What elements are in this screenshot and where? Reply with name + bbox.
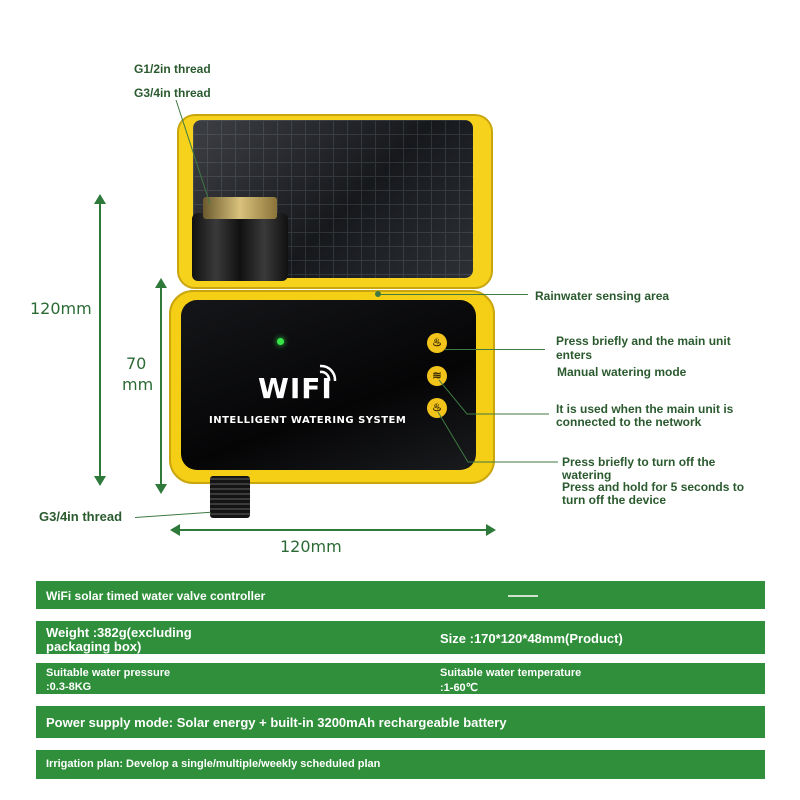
- g12-thread-label: G1/2in thread: [134, 62, 211, 76]
- arrow-head-down: [155, 484, 167, 494]
- spec-power-bar: Power supply mode: Solar energy + built-…: [36, 706, 765, 738]
- g34-thread-top-label: G3/4in thread: [134, 86, 211, 100]
- btn1-desc-line3: Manual watering mode: [557, 365, 687, 379]
- leader-btn2: [438, 379, 549, 415]
- spec-weight-bar: Weight :382g(excluding packaging box) Si…: [36, 621, 765, 654]
- btn2-desc-line2: connected to the network: [556, 415, 702, 429]
- height-arrow-body: [160, 284, 162, 488]
- irrigation-value: Irrigation plan: Develop a single/multip…: [46, 758, 381, 770]
- arrow-head-left: [170, 524, 180, 536]
- height-body-label-number: 70: [126, 354, 147, 373]
- wifi-button[interactable]: ≋: [427, 366, 447, 386]
- wifi-logo: WIFI: [258, 372, 333, 405]
- temp-line2: :1-60℃: [440, 682, 479, 694]
- device-subtitle: INTELLIGENT WATERING SYSTEM: [209, 415, 407, 426]
- power-value: Power supply mode: Solar energy + built-…: [46, 715, 507, 730]
- off-button[interactable]: ♨: [427, 398, 447, 418]
- temp-line1: Suitable water temperature: [440, 667, 582, 679]
- g34-thread-bottom-label: G3/4in thread: [39, 509, 123, 524]
- btn3-desc-line1: Press briefly to turn off the: [562, 455, 716, 469]
- leader-thread-bottom: [134, 511, 211, 518]
- leader-btn3: [437, 411, 558, 463]
- spec-irrigation-bar: Irrigation plan: Develop a single/multip…: [36, 750, 765, 779]
- spec-title-bar: WiFi solar timed water valve controller: [36, 581, 765, 609]
- title-dash: [508, 595, 538, 597]
- status-led: [277, 338, 284, 345]
- outlet-thread: [210, 476, 250, 518]
- weight-line1: Weight :382g(excluding: [46, 625, 192, 640]
- btn3-desc-line3: Press and hold for 5 seconds to: [562, 480, 745, 494]
- arrow-head-right: [486, 524, 496, 536]
- btn3-desc-line4: turn off the device: [562, 493, 667, 507]
- leader-rain: [378, 294, 528, 295]
- brass-thread: [203, 197, 277, 219]
- height-arrow-total: [99, 200, 101, 478]
- spec-water-bar: Suitable water pressure :0.3-8KG Suitabl…: [36, 663, 765, 694]
- leader-dot: [375, 291, 381, 297]
- spec-title: WiFi solar timed water valve controller: [46, 589, 266, 603]
- manual-water-button[interactable]: ♨: [427, 333, 447, 353]
- height-total-label: 120mm: [28, 299, 94, 318]
- btn3-desc-line2: watering: [562, 468, 612, 482]
- arrow-head-up: [94, 194, 106, 204]
- pressure-line1: Suitable water pressure: [46, 667, 171, 679]
- btn1-desc-line2: enters: [556, 348, 593, 362]
- weight-line2: packaging box): [46, 639, 142, 654]
- size-value: Size :170*120*48mm(Product): [440, 631, 623, 646]
- width-label: 120mm: [280, 537, 342, 556]
- hose-nut: [192, 213, 288, 281]
- pressure-line2: :0.3-8KG: [46, 681, 92, 693]
- btn2-desc-line1: It is used when the main unit is: [556, 402, 734, 416]
- btn1-desc-line1: Press briefly and the main unit: [556, 334, 731, 348]
- arrow-head-up: [155, 278, 167, 288]
- height-body-label-unit: mm: [122, 375, 154, 394]
- wifi-signal-icon: [319, 364, 337, 382]
- controller-face: [181, 300, 476, 470]
- rain-area-label: Rainwater sensing area: [535, 289, 670, 303]
- width-arrow: [178, 529, 488, 531]
- leader-btn1: [445, 349, 545, 350]
- leader-thread-top: [175, 100, 211, 205]
- arrow-head-down: [94, 476, 106, 486]
